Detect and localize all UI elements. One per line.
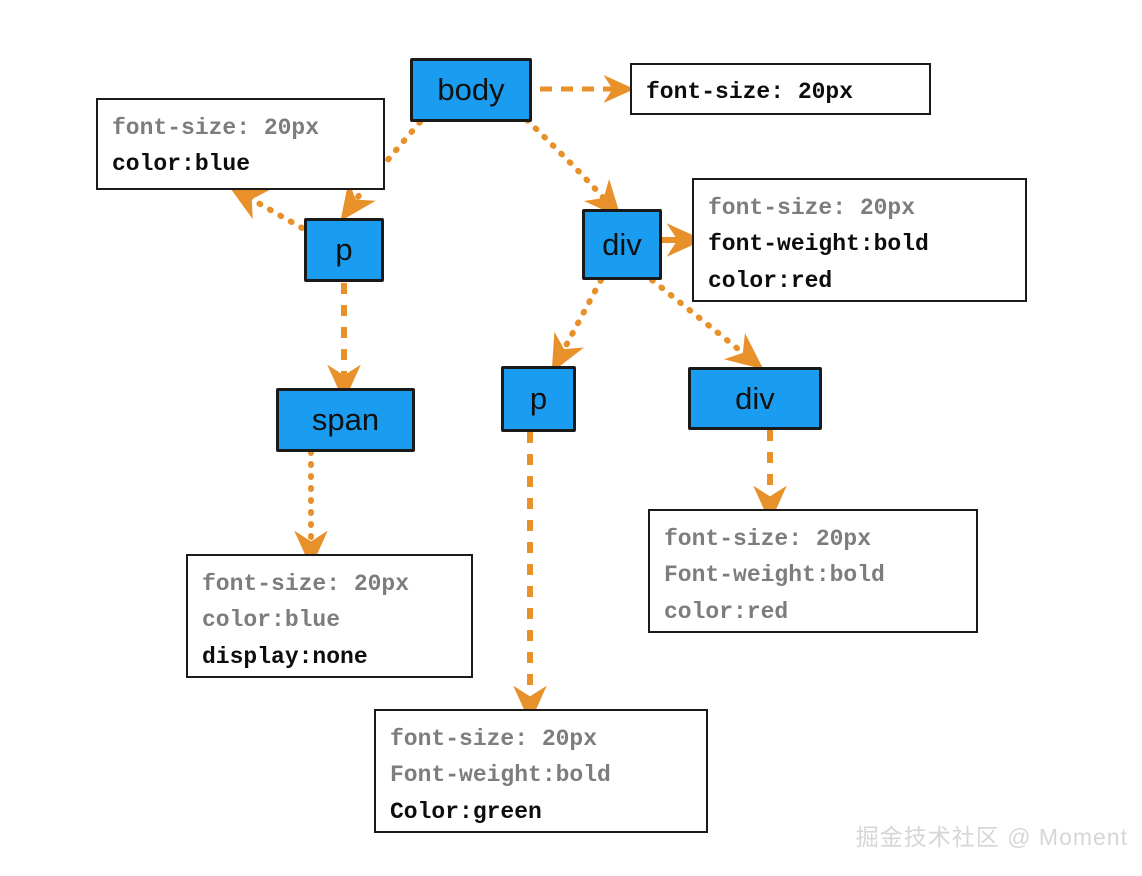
decl-color: color:red — [708, 267, 833, 294]
node-div-2[interactable]: div — [688, 367, 822, 430]
decl-font-size: font-size: 20px — [708, 195, 916, 221]
rulebox-body: font-size: 20px — [630, 63, 931, 115]
decl-color: Color:green — [390, 798, 542, 825]
node-body[interactable]: body — [410, 58, 532, 122]
decl-font-weight: font-weight:bold — [708, 231, 929, 258]
node-body-label: body — [437, 72, 505, 107]
decl-font-size: font-size: 20px — [664, 526, 872, 552]
rulebox-div-1: font-size: 20px font-weight:bold color:r… — [692, 178, 1027, 302]
rulebox-p-1: font-size: 20px color:blue — [96, 98, 385, 190]
node-p-1[interactable]: p — [304, 218, 384, 282]
decl-color: color:blue — [112, 151, 251, 178]
decl-font-size: font-size: 20px — [390, 726, 598, 752]
decl-font-size: font-size: 20px — [112, 115, 320, 141]
node-div-2-label: div — [735, 380, 775, 416]
decl-display: display:none — [202, 643, 368, 670]
node-span-1-label: span — [311, 402, 380, 437]
edge-p1-to-rules-p1 — [228, 186, 305, 231]
node-p-2-label: p — [529, 381, 548, 416]
node-div-1-label: div — [602, 226, 642, 262]
node-p-1-label: p — [335, 232, 353, 267]
rulebox-p-2: font-size: 20px Font-weight:bold Color:g… — [374, 709, 708, 833]
rulebox-div-2: font-size: 20px Font-weight:bold color:r… — [648, 509, 978, 633]
decl-font-weight: Font-weight:bold — [664, 562, 885, 589]
edge-body-to-div1 — [524, 117, 622, 218]
watermark: 掘金技术社区 @ Moment — [855, 824, 1128, 850]
node-div-1[interactable]: div — [582, 209, 662, 280]
decl-font-size: font-size: 20px — [202, 571, 410, 597]
node-span-1[interactable]: span — [276, 388, 415, 452]
decl-color: color:red — [664, 598, 789, 625]
edge-div1-to-p2 — [551, 277, 604, 373]
node-p-2[interactable]: p — [501, 366, 576, 432]
decl-color: color:blue — [202, 607, 341, 634]
decl-font-size: font-size: 20px — [646, 79, 854, 105]
rulebox-span-1: font-size: 20px color:blue display:none — [186, 554, 473, 678]
decl-font-weight: Font-weight:bold — [390, 762, 611, 789]
